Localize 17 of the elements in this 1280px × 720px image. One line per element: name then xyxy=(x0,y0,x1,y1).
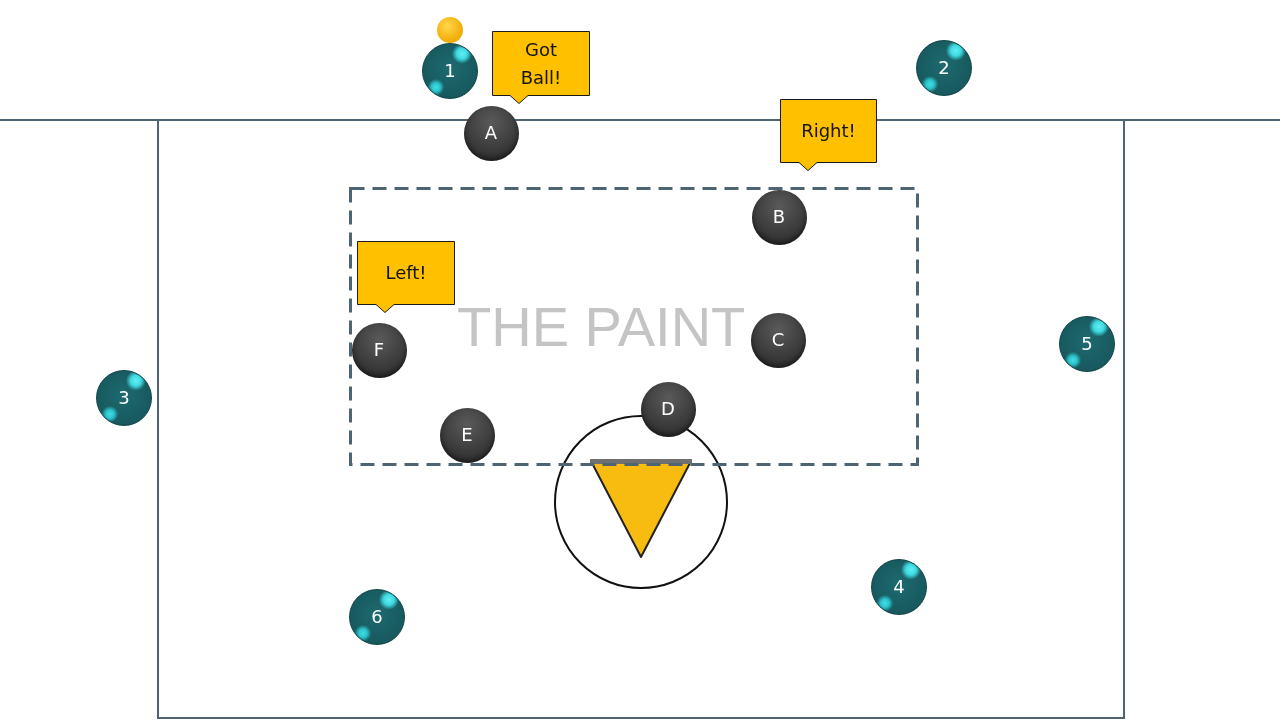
defender-marker: A xyxy=(463,105,519,161)
defender-marker: E xyxy=(439,407,495,463)
attacker-marker: 6 xyxy=(349,589,405,645)
zone-label: THE PAINT xyxy=(457,299,746,355)
defender-marker: C xyxy=(750,312,806,368)
defender-marker: F xyxy=(351,322,407,378)
defender-marker: B xyxy=(751,189,807,245)
attacker-marker: 2 xyxy=(916,40,972,96)
paint-zone xyxy=(349,187,919,466)
attacker-marker: 5 xyxy=(1059,316,1115,372)
attacker-marker: 3 xyxy=(96,370,152,426)
speech-bubble: Left! xyxy=(357,241,455,313)
attacker-marker: 1 xyxy=(422,43,478,99)
defender-marker: D xyxy=(640,381,696,437)
speech-bubble: Got Ball! xyxy=(492,31,590,104)
speech-bubble: Right! xyxy=(780,99,877,171)
attacker-marker: 4 xyxy=(871,559,927,615)
